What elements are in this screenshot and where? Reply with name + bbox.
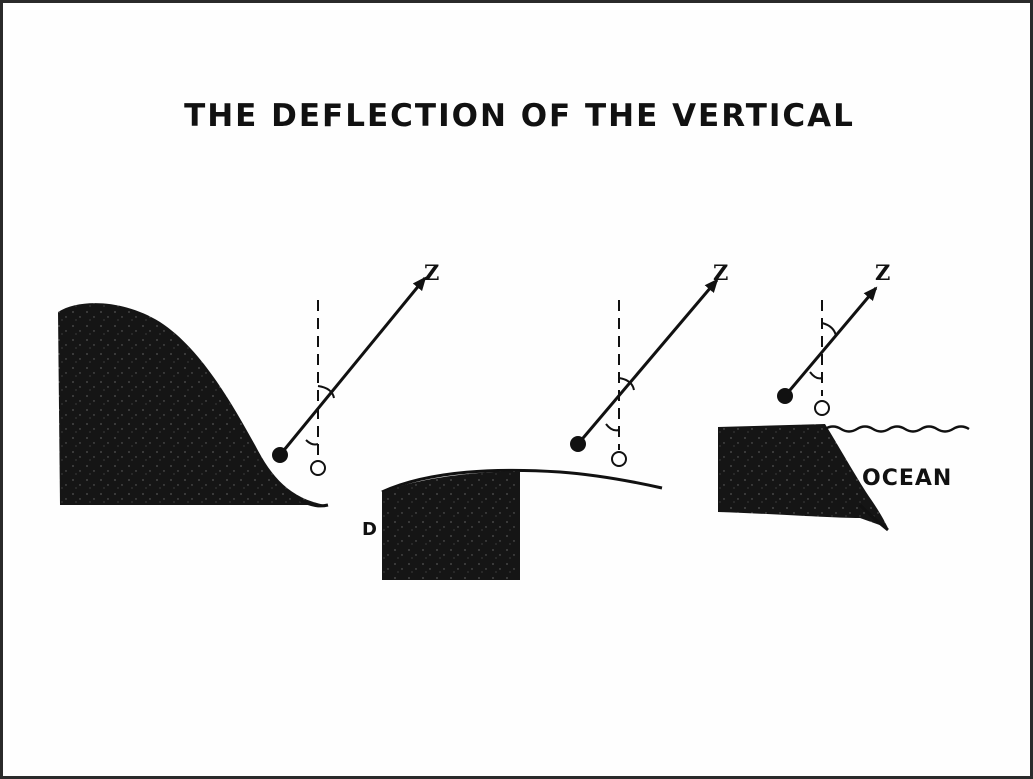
density-marker-label: D xyxy=(362,519,377,540)
plumb-bob-deflected-3 xyxy=(777,388,793,404)
zenith-arrow-2 xyxy=(576,278,719,445)
zenith-arrow-3 xyxy=(783,286,878,397)
continental-block xyxy=(718,424,888,528)
ocean-waves xyxy=(824,425,970,433)
deflection-angle-arc-3b xyxy=(809,371,823,380)
dense-mass-block xyxy=(382,471,520,580)
ocean-label: OCEAN xyxy=(862,466,952,491)
mountain-tail xyxy=(299,498,329,508)
plumb-bob-normal-3 xyxy=(814,400,830,416)
deflection-angle-arc-2b xyxy=(605,423,620,432)
panel-coast: OCEAN Z xyxy=(718,260,970,532)
zenith-arrow-1 xyxy=(278,276,427,456)
panel-density: D Z xyxy=(362,260,728,580)
deflection-angle-arc-3 xyxy=(821,322,837,337)
plumb-bob-deflected-2 xyxy=(570,436,586,452)
slide-title: THE DEFLECTION OF THE VERTICAL xyxy=(184,98,855,134)
deflection-angle-arc-1b xyxy=(305,439,319,446)
continental-shelf-edge xyxy=(858,503,889,532)
deflection-angle-arc-1 xyxy=(317,385,335,399)
ground-surface xyxy=(381,468,663,494)
zenith-label-1: Z xyxy=(424,260,439,285)
zenith-label-3: Z xyxy=(875,260,890,285)
plumb-bob-normal-2 xyxy=(611,451,627,467)
plumb-bob-deflected-1 xyxy=(272,447,288,463)
zenith-label-2: Z xyxy=(713,260,728,285)
panel-mountain: Z xyxy=(58,260,439,508)
mountain-mass xyxy=(58,303,325,505)
plumb-bob-normal-1 xyxy=(310,460,326,476)
